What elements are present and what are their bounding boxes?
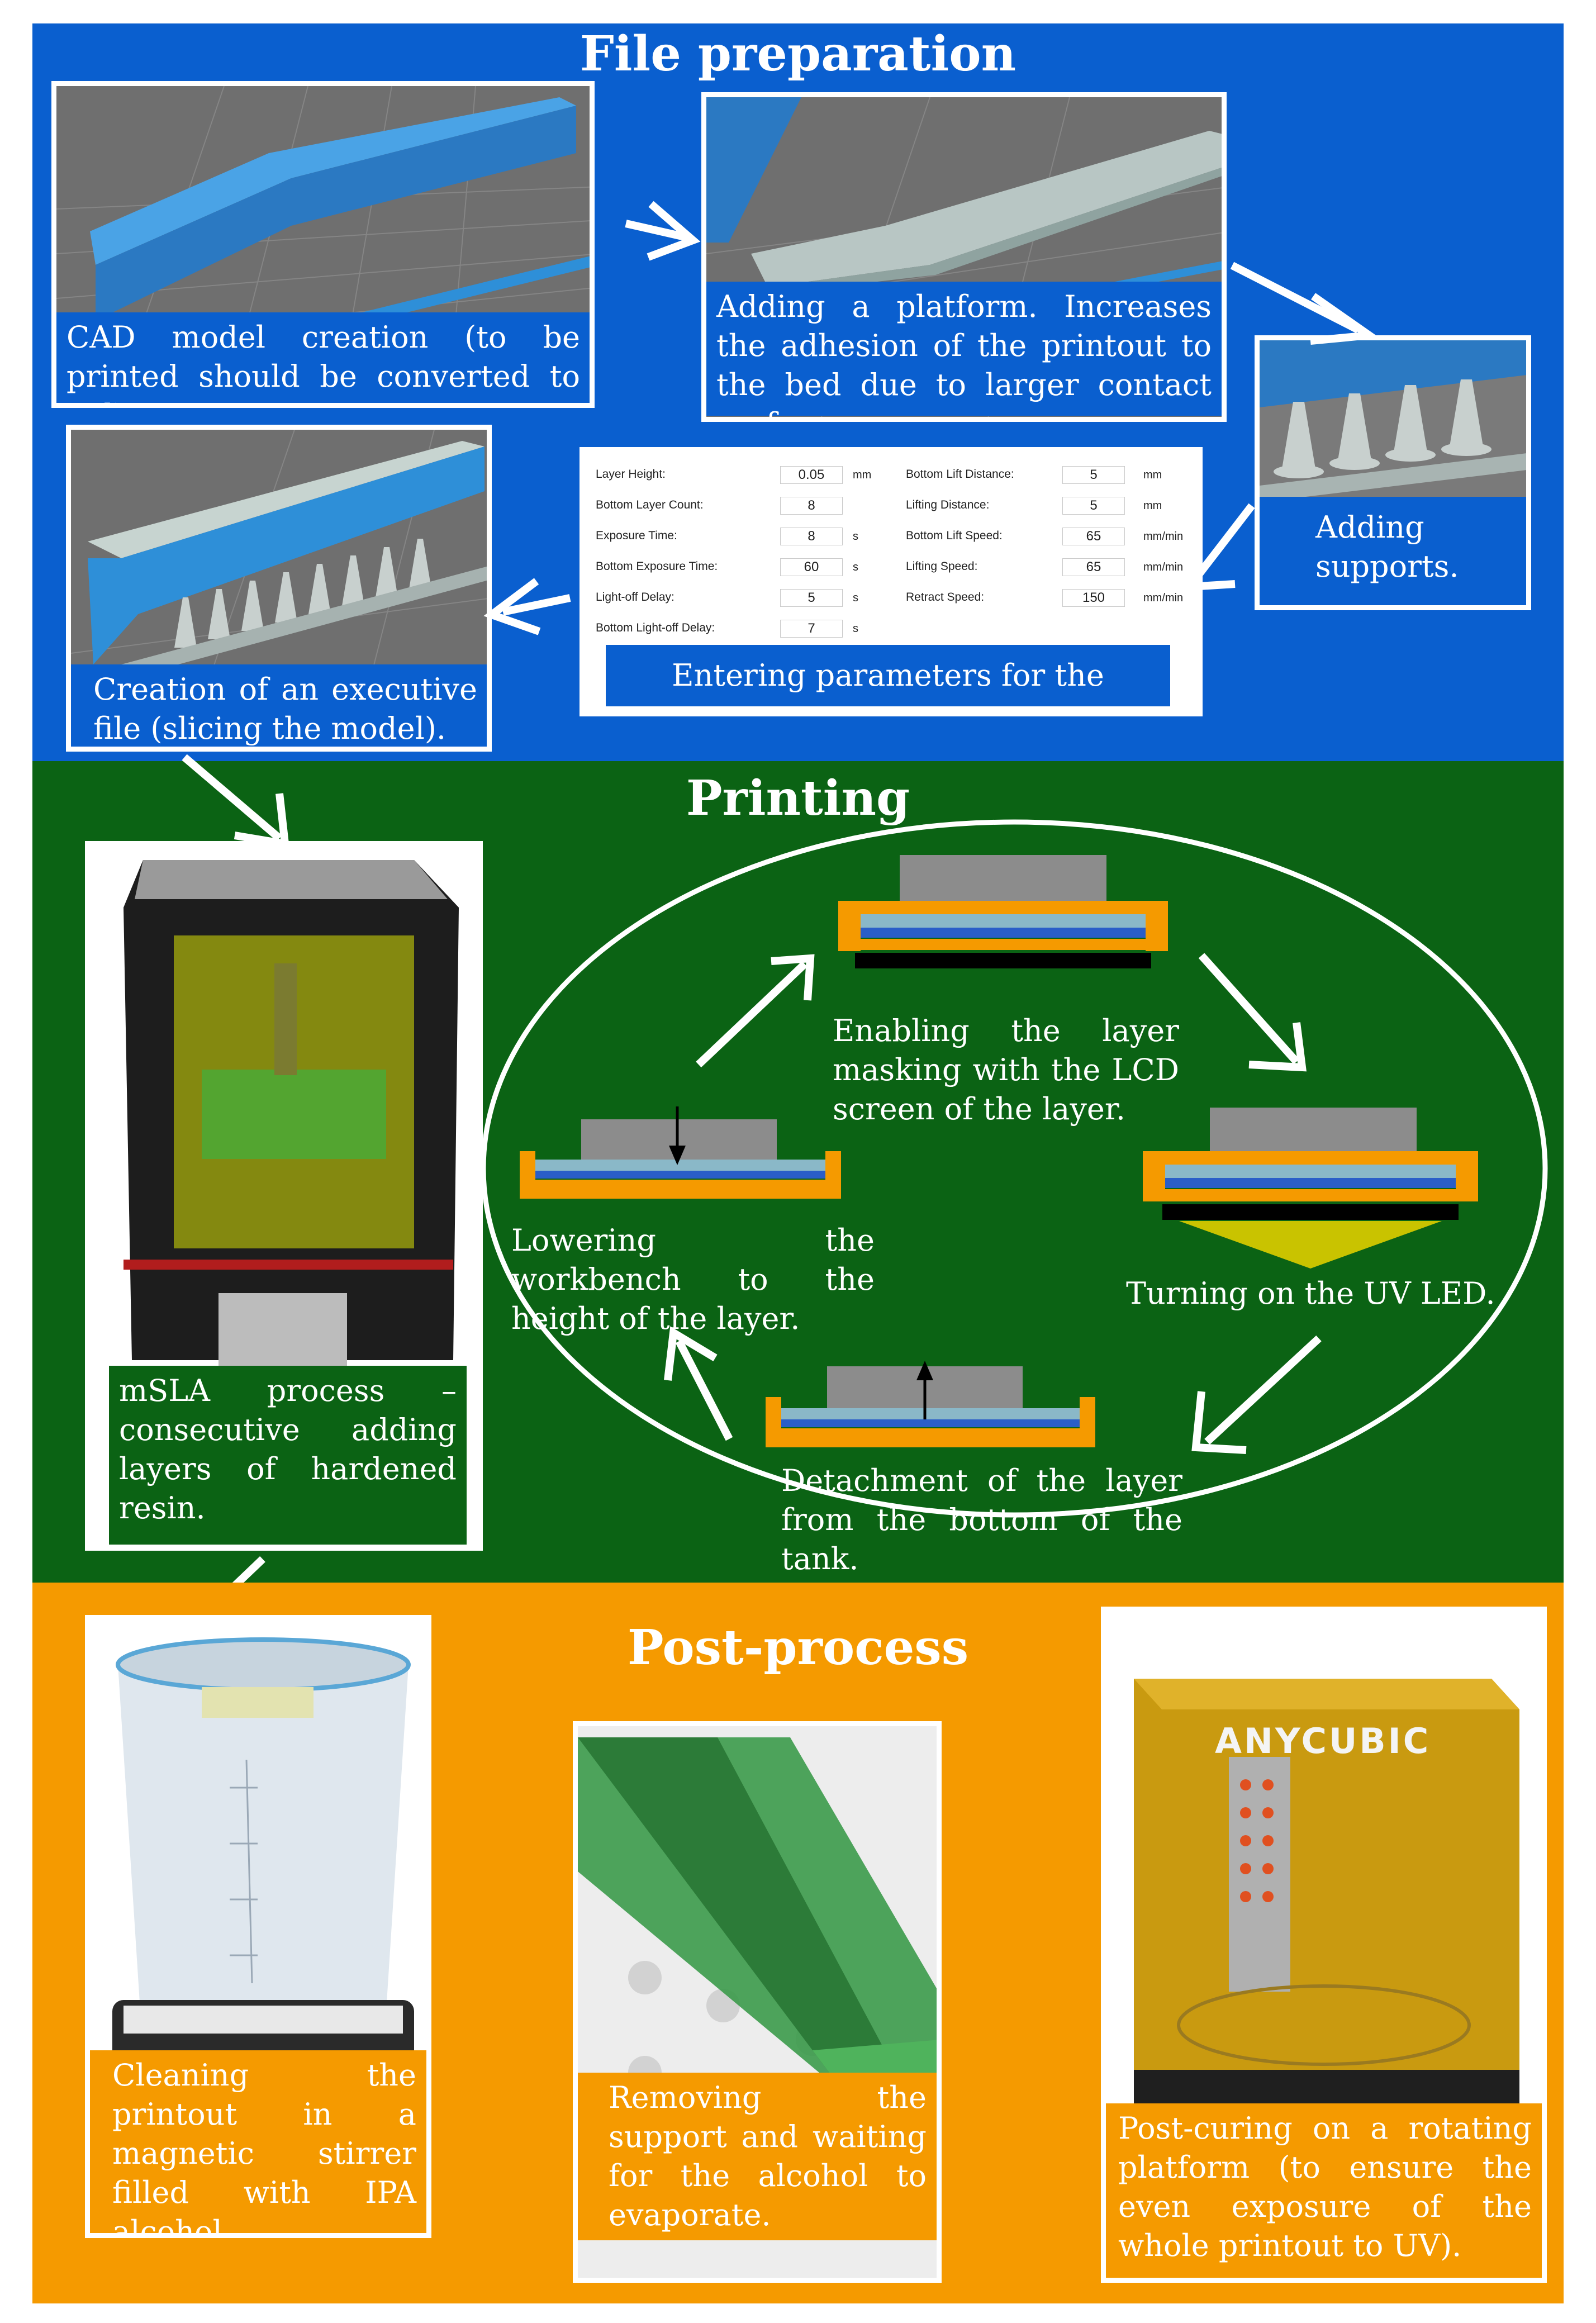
param-value-field[interactable]: 5 — [1062, 466, 1125, 484]
printer-card: mSLA process – consecutive adding layers… — [85, 841, 483, 1551]
param-value-field[interactable]: 0.05 — [780, 466, 843, 484]
param-label: Bottom Exposure Time: — [596, 560, 718, 573]
parameters-caption: Entering parameters for the process. — [606, 645, 1170, 711]
param-unit: s — [853, 530, 858, 543]
lowering-caption: Lowering the workbench to the height of … — [511, 1223, 875, 1336]
param-row: Layer Height: — [596, 466, 666, 483]
param-unit: s — [853, 623, 858, 635]
curing-caption: Post-curing on a rotating platform (to e… — [1106, 2103, 1542, 2278]
slicing-card: Creation of an executive file (slicing t… — [66, 425, 492, 752]
param-row: Lifting Distance: — [906, 497, 989, 514]
slicing-caption: Creation of an executive file (slicing t… — [71, 664, 487, 747]
param-label: Bottom Lift Distance: — [906, 468, 1014, 481]
param-unit: mm/min — [1143, 530, 1184, 543]
param-row: Light-off Delay: — [596, 589, 674, 606]
param-value-field[interactable]: 8 — [780, 497, 843, 515]
supports-caption: Adding supports. — [1260, 497, 1526, 605]
supports-card: Adding supports. — [1255, 335, 1531, 610]
param-value-field[interactable]: 60 — [780, 558, 843, 576]
param-unit: s — [853, 561, 858, 573]
detachment-caption: Detachment of the layer from the bottom … — [781, 1463, 1182, 1576]
support-removal-caption: Removing the support and waiting for the… — [578, 2073, 937, 2240]
param-label: Bottom Light-off Delay: — [596, 621, 715, 634]
param-unit: mm/min — [1143, 592, 1184, 604]
param-unit: s — [853, 592, 858, 604]
param-label: Exposure Time: — [596, 529, 677, 542]
param-row: Lifting Speed: — [906, 558, 977, 575]
parameters-table: Layer Height: 0.05 mm Bottom Layer Count… — [596, 458, 1198, 642]
stirrer-card: Cleaning the printout in a magnetic stir… — [85, 1615, 431, 2238]
param-row: Bottom Light-off Delay: — [596, 620, 715, 636]
cad-model-caption: CAD model creation (to be printed should… — [56, 312, 590, 403]
file-preparation-title: File preparation — [580, 26, 1016, 82]
cad-model-card: CAD model creation (to be printed should… — [51, 81, 595, 408]
param-label: Bottom Layer Count: — [596, 498, 704, 511]
uv-led-caption: Turning on the UV LED. — [1126, 1276, 1495, 1311]
param-value-field[interactable]: 65 — [1062, 558, 1125, 576]
platform-card: Adding a platform. Increases the adhesio… — [701, 92, 1227, 422]
support-removal-card: Removing the support and waiting for the… — [573, 1721, 942, 2283]
stirrer-caption: Cleaning the printout in a magnetic stir… — [90, 2050, 426, 2233]
param-label: Lifting Distance: — [906, 498, 990, 511]
param-row: Bottom Layer Count: — [596, 497, 704, 514]
parameters-card: Layer Height: 0.05 mm Bottom Layer Count… — [580, 447, 1203, 716]
param-value-field[interactable]: 7 — [780, 620, 843, 638]
param-value-field[interactable]: 65 — [1062, 528, 1125, 545]
param-unit: mm — [853, 469, 872, 481]
param-unit: mm — [1143, 469, 1162, 481]
param-row: Retract Speed: — [906, 589, 984, 606]
param-label: Lifting Speed: — [906, 560, 978, 573]
param-label: Layer Height: — [596, 468, 666, 481]
printer-caption: mSLA process – consecutive adding layers… — [109, 1366, 467, 1545]
param-value-field[interactable]: 5 — [780, 589, 843, 607]
printing-title: Printing — [686, 770, 910, 826]
param-row: Exposure Time: — [596, 528, 677, 544]
param-row: Bottom Lift Distance: — [906, 466, 1014, 483]
param-value-field[interactable]: 5 — [1062, 497, 1125, 515]
param-unit: mm — [1143, 500, 1162, 512]
param-row: Bottom Exposure Time: — [596, 558, 718, 575]
post-process-title: Post-process — [627, 1619, 969, 1676]
param-value-field[interactable]: 8 — [780, 528, 843, 545]
curing-card: ANYCUBIC Post-curing on a rotating platf… — [1101, 1607, 1547, 2283]
param-row: Bottom Lift Speed: — [906, 528, 1003, 544]
anycubic-logo: ANYCUBIC — [1215, 1721, 1431, 1761]
param-value-field[interactable]: 150 — [1062, 589, 1125, 607]
param-label: Retract Speed: — [906, 591, 985, 604]
param-unit: mm/min — [1143, 561, 1184, 573]
platform-caption: Adding a platform. Increases the adhesio… — [706, 282, 1222, 417]
param-label: Light-off Delay: — [596, 591, 674, 604]
lcd-masking-caption: Enabling the layer masking with the LCD … — [833, 1013, 1179, 1127]
param-label: Bottom Lift Speed: — [906, 529, 1003, 542]
